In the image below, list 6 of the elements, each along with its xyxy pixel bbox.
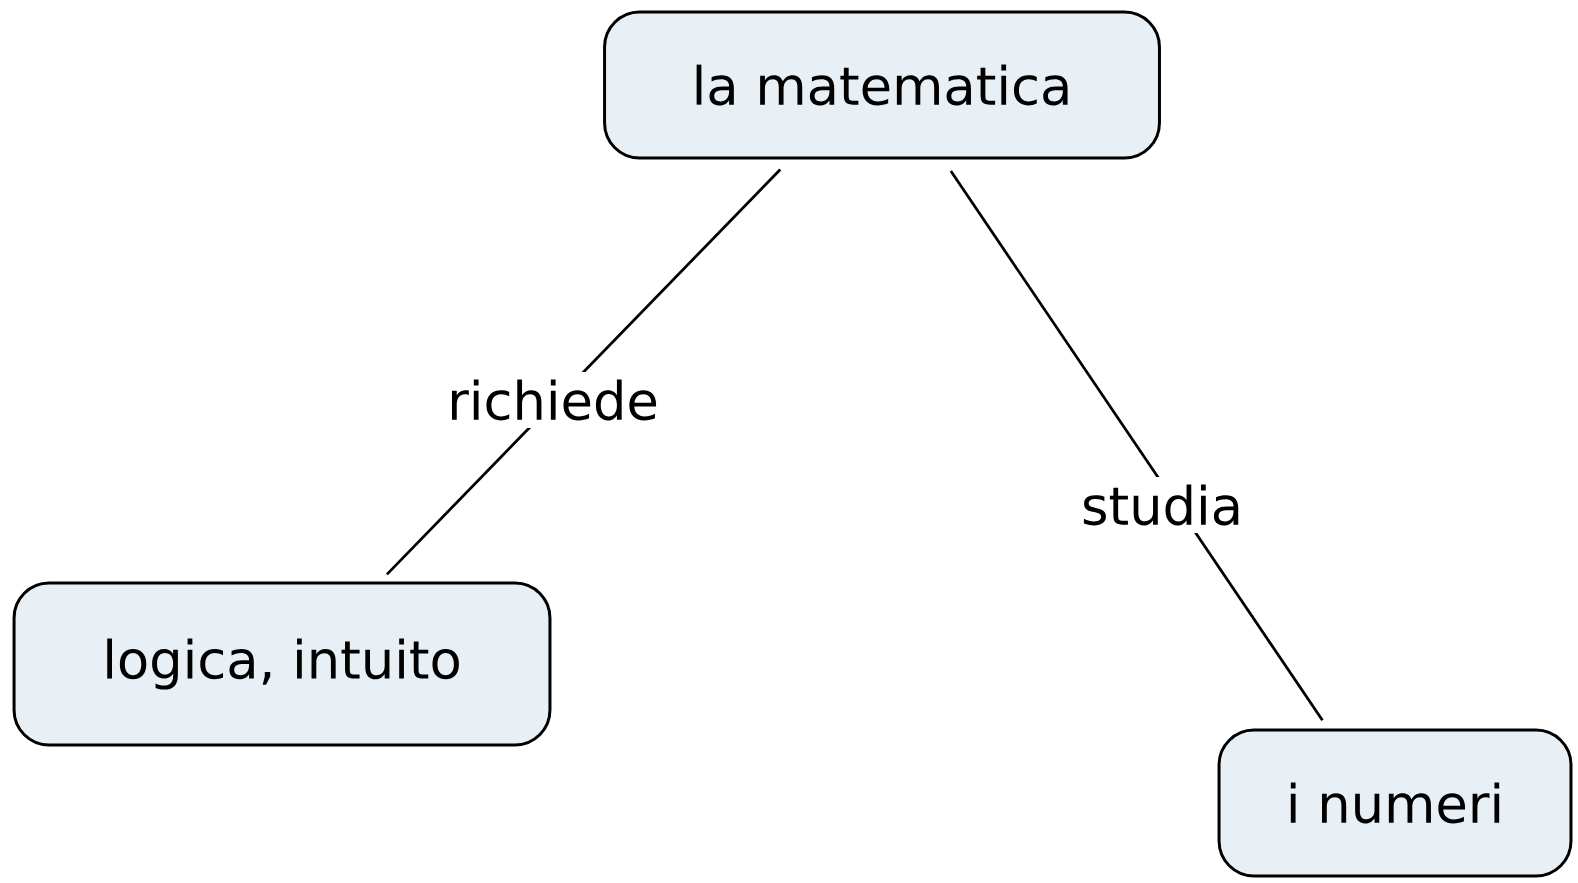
concept-box: la matematica xyxy=(603,10,1161,160)
concept-box: logica, intuito xyxy=(12,581,552,747)
concept-box: i numeri xyxy=(1217,728,1573,878)
edge-label: studia xyxy=(1073,477,1251,533)
connector-line xyxy=(949,170,1324,721)
edge-label: richiede xyxy=(439,372,667,428)
